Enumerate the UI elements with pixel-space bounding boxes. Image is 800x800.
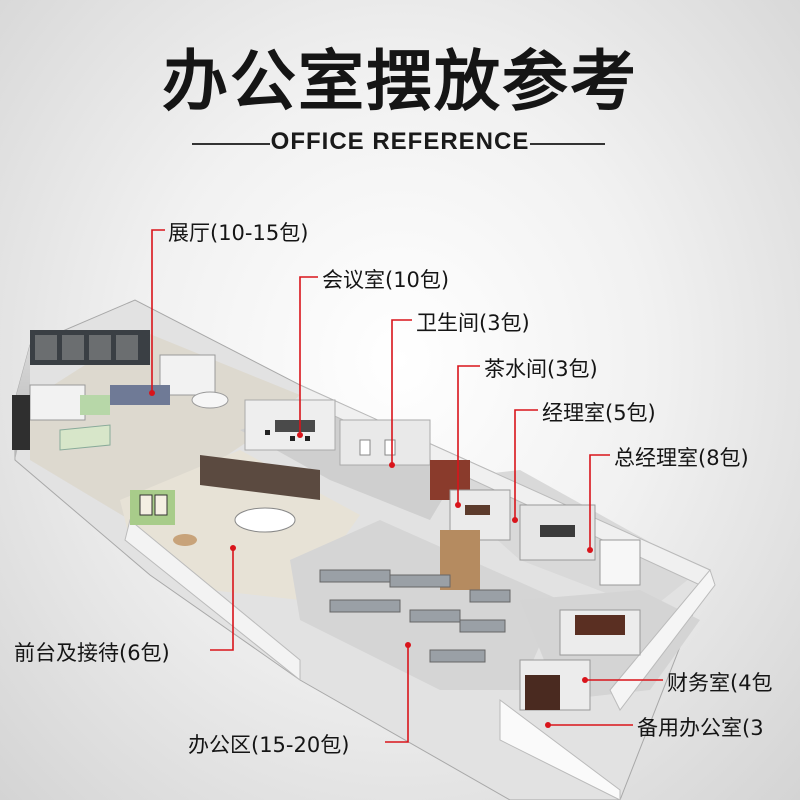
office-desks — [319, 569, 511, 663]
display-shelf-bay — [62, 335, 84, 360]
label-office-area: 办公区(15-20包) — [188, 733, 350, 757]
leader-restroom — [391, 319, 412, 465]
spare-office-cabinet — [525, 675, 560, 710]
leader-meeting — [299, 276, 318, 435]
leader-reception — [210, 548, 234, 651]
subtitle-row: OFFICE REFERENCE — [0, 128, 800, 158]
reception-table — [173, 534, 197, 546]
finance-cabinet — [575, 615, 625, 635]
wall-art — [154, 494, 168, 516]
green-panel — [80, 395, 110, 415]
manager-desk — [465, 505, 490, 515]
meeting-table — [275, 420, 315, 432]
sofa — [59, 424, 111, 451]
wall — [609, 568, 716, 711]
feature-wall — [200, 455, 320, 500]
leader-exhibition — [151, 229, 165, 393]
wall — [499, 699, 621, 800]
leader-office-area — [385, 645, 409, 743]
reception-desk — [234, 507, 296, 533]
page-subtitle: OFFICE REFERENCE — [270, 128, 530, 155]
label-reception: 前台及接待(6包) — [14, 641, 170, 665]
label-meeting-room: 会议室(10包) — [322, 268, 450, 292]
wall — [124, 519, 301, 682]
chair — [305, 436, 310, 441]
display-shelf-bay — [35, 335, 57, 360]
gm-desk — [540, 525, 575, 537]
chair — [265, 430, 270, 435]
exhibition-floor — [30, 330, 300, 520]
leader-gm — [589, 454, 610, 550]
label-exhibition-hall: 展厅(10-15包) — [168, 221, 309, 245]
divider-right — [530, 143, 605, 145]
label-restroom: 卫生间(3包) — [416, 311, 530, 335]
leader-lines — [151, 229, 663, 743]
display-shelf-bay — [116, 335, 138, 360]
label-spare-office: 备用办公室(3 — [637, 716, 764, 740]
office-area-floor — [290, 520, 560, 690]
toilet — [384, 439, 396, 456]
label-finance-room: 财务室(4包 — [667, 671, 773, 695]
leader-manager — [514, 409, 538, 520]
leader-tea-room — [457, 365, 480, 505]
display-cabinet — [29, 384, 86, 421]
chair — [290, 436, 295, 441]
page-title: 办公室摆放参考 — [162, 43, 638, 120]
leader-dots — [149, 390, 593, 728]
wall-art — [139, 494, 153, 516]
label-gm-room: 总经理室(8包) — [614, 446, 749, 470]
door — [12, 395, 30, 450]
gm-bookcase — [599, 539, 641, 586]
round-table — [191, 391, 229, 409]
label-manager-room: 经理室(5包) — [542, 401, 656, 425]
label-tea-room: 茶水间(3包) — [484, 357, 598, 381]
toilet — [359, 439, 371, 456]
display-shelf-bay — [89, 335, 111, 360]
carpet — [110, 385, 170, 405]
divider-left — [192, 143, 270, 145]
